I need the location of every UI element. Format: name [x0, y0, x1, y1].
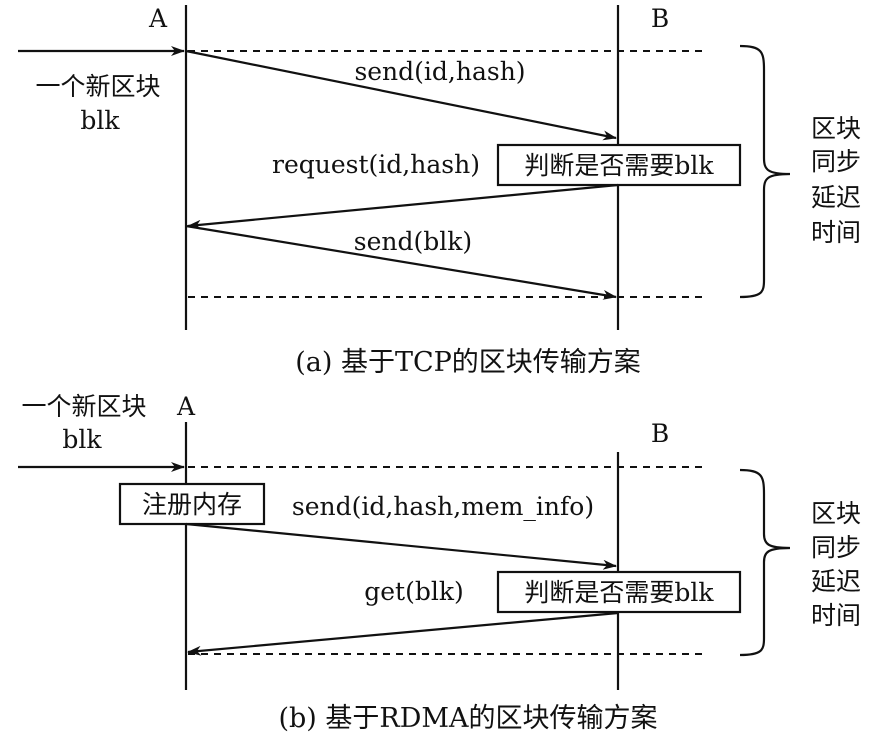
send-blk-arrow: [185, 224, 617, 300]
delay-label-line1: 区块: [811, 114, 861, 143]
delay-label-line1: 区块: [811, 499, 861, 528]
node-a-label: A: [148, 4, 168, 33]
register-memory-label: 注册内存: [142, 490, 242, 519]
new-block-label: 一个新区块: [35, 72, 160, 101]
register-memory-box: [118, 482, 266, 526]
panel-b: 一个新区块 A blk B 注册内存 send(id,hash,mem_info…: [18, 392, 861, 734]
delay-label-line2: 同步: [811, 147, 861, 176]
send-blk-label: send(blk): [354, 227, 472, 256]
sync-delay-brace: [739, 44, 791, 299]
judge-box-label: 判断是否需要blk: [524, 151, 714, 180]
judge-box: [496, 570, 742, 614]
delay-label-line4: 时间: [811, 601, 861, 630]
blk-label: blk: [62, 425, 102, 454]
send-info-label: send(id,hash,mem_info): [292, 492, 594, 521]
delay-label-line3: 延迟: [811, 183, 861, 212]
judge-box-label: 判断是否需要blk: [524, 578, 714, 607]
panel-a: A B 一个新区块 blk send(id,hash) 判断是否需要blk re…: [18, 4, 861, 378]
node-b-label: B: [651, 419, 669, 448]
delay-label-line3: 延迟: [811, 567, 861, 596]
node-a-label: A: [176, 392, 196, 421]
send-hash-label: send(id,hash): [354, 57, 525, 86]
get-label: get(blk): [364, 577, 464, 606]
blk-label: blk: [80, 106, 120, 135]
new-block-label: 一个新区块: [21, 392, 146, 421]
delay-label-line4: 时间: [811, 218, 861, 247]
delay-label-line2: 同步: [811, 533, 861, 562]
send-info-arrow: [185, 522, 617, 570]
sync-delay-brace: [739, 468, 791, 657]
judge-box: [496, 143, 742, 187]
node-b-label: B: [651, 4, 669, 33]
get-arrow: [187, 611, 619, 656]
caption-b: (b) 基于RDMA的区块传输方案: [278, 703, 657, 734]
send-hash-arrow: [185, 49, 617, 141]
request-arrow: [187, 183, 619, 230]
caption-a: (a) 基于TCP的区块传输方案: [295, 347, 641, 378]
request-label: request(id,hash): [272, 150, 480, 179]
